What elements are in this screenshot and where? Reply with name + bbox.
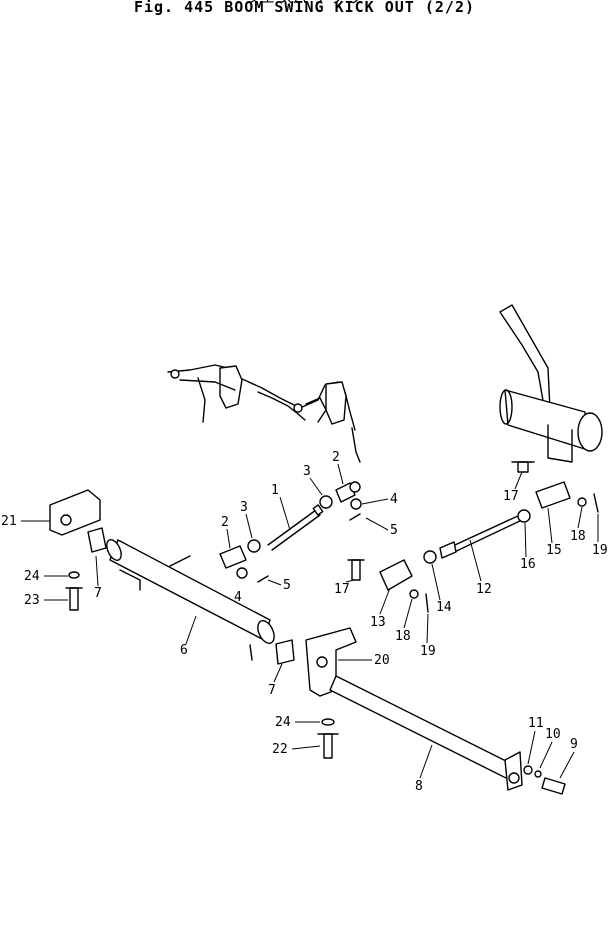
callout-18: 18 <box>570 529 586 544</box>
callout-13: 13 <box>370 615 386 630</box>
callout-labels: 1 2 2 3 3 4 4 5 5 6 7 7 8 9 10 11 12 13 <box>1 450 608 794</box>
callout-11: 11 <box>528 716 544 731</box>
callout-20: 20 <box>374 653 390 668</box>
callout-24-lower: 24 <box>275 715 291 730</box>
callout-21: 21 <box>1 514 17 529</box>
callout-16: 16 <box>520 557 536 572</box>
callout-3-lower: 3 <box>240 500 248 515</box>
callout-7-lower: 7 <box>268 683 276 698</box>
callout-19-lower: 19 <box>420 644 436 659</box>
callout-14: 14 <box>436 600 452 615</box>
callout-8: 8 <box>415 779 423 794</box>
callout-3: 3 <box>303 464 311 479</box>
callout-2-lower: 2 <box>221 515 229 530</box>
callout-23: 23 <box>24 593 40 608</box>
callout-15: 15 <box>546 543 562 558</box>
figure-title-top: シエ スパ ウ ツ ツ <box>0 0 609 8</box>
left-bracket <box>49 489 107 611</box>
callout-4: 4 <box>390 492 398 507</box>
callout-7: 7 <box>94 586 102 601</box>
callout-24: 24 <box>24 569 40 584</box>
lower-bracket-shaft <box>275 627 566 795</box>
callout-12: 12 <box>476 582 492 597</box>
middle-yoke-set <box>347 550 437 613</box>
lower-clevis-set <box>219 539 269 583</box>
swing-lever <box>499 304 603 463</box>
part-1-rod <box>267 504 324 551</box>
figure-title: Fig. 445 BOOM SWING KICK OUT (2/2) <box>133 0 476 16</box>
part-6-shaft <box>106 539 275 661</box>
callout-10: 10 <box>545 727 561 742</box>
callout-1: 1 <box>271 483 279 498</box>
callout-9: 9 <box>570 737 578 752</box>
callout-6: 6 <box>180 643 188 658</box>
callout-5: 5 <box>390 523 398 538</box>
callout-2: 2 <box>332 450 340 465</box>
callout-17: 17 <box>503 489 519 504</box>
upper-clevis-set <box>319 481 362 521</box>
callout-5-lower: 5 <box>283 578 291 593</box>
callout-17-lower: 17 <box>334 582 350 597</box>
right-rod-set <box>439 461 599 559</box>
callout-19: 19 <box>592 543 608 558</box>
callout-22: 22 <box>272 742 288 757</box>
callout-4-lower: 4 <box>234 590 242 605</box>
upper-linkage <box>167 364 361 463</box>
callout-18-lower: 18 <box>395 629 411 644</box>
